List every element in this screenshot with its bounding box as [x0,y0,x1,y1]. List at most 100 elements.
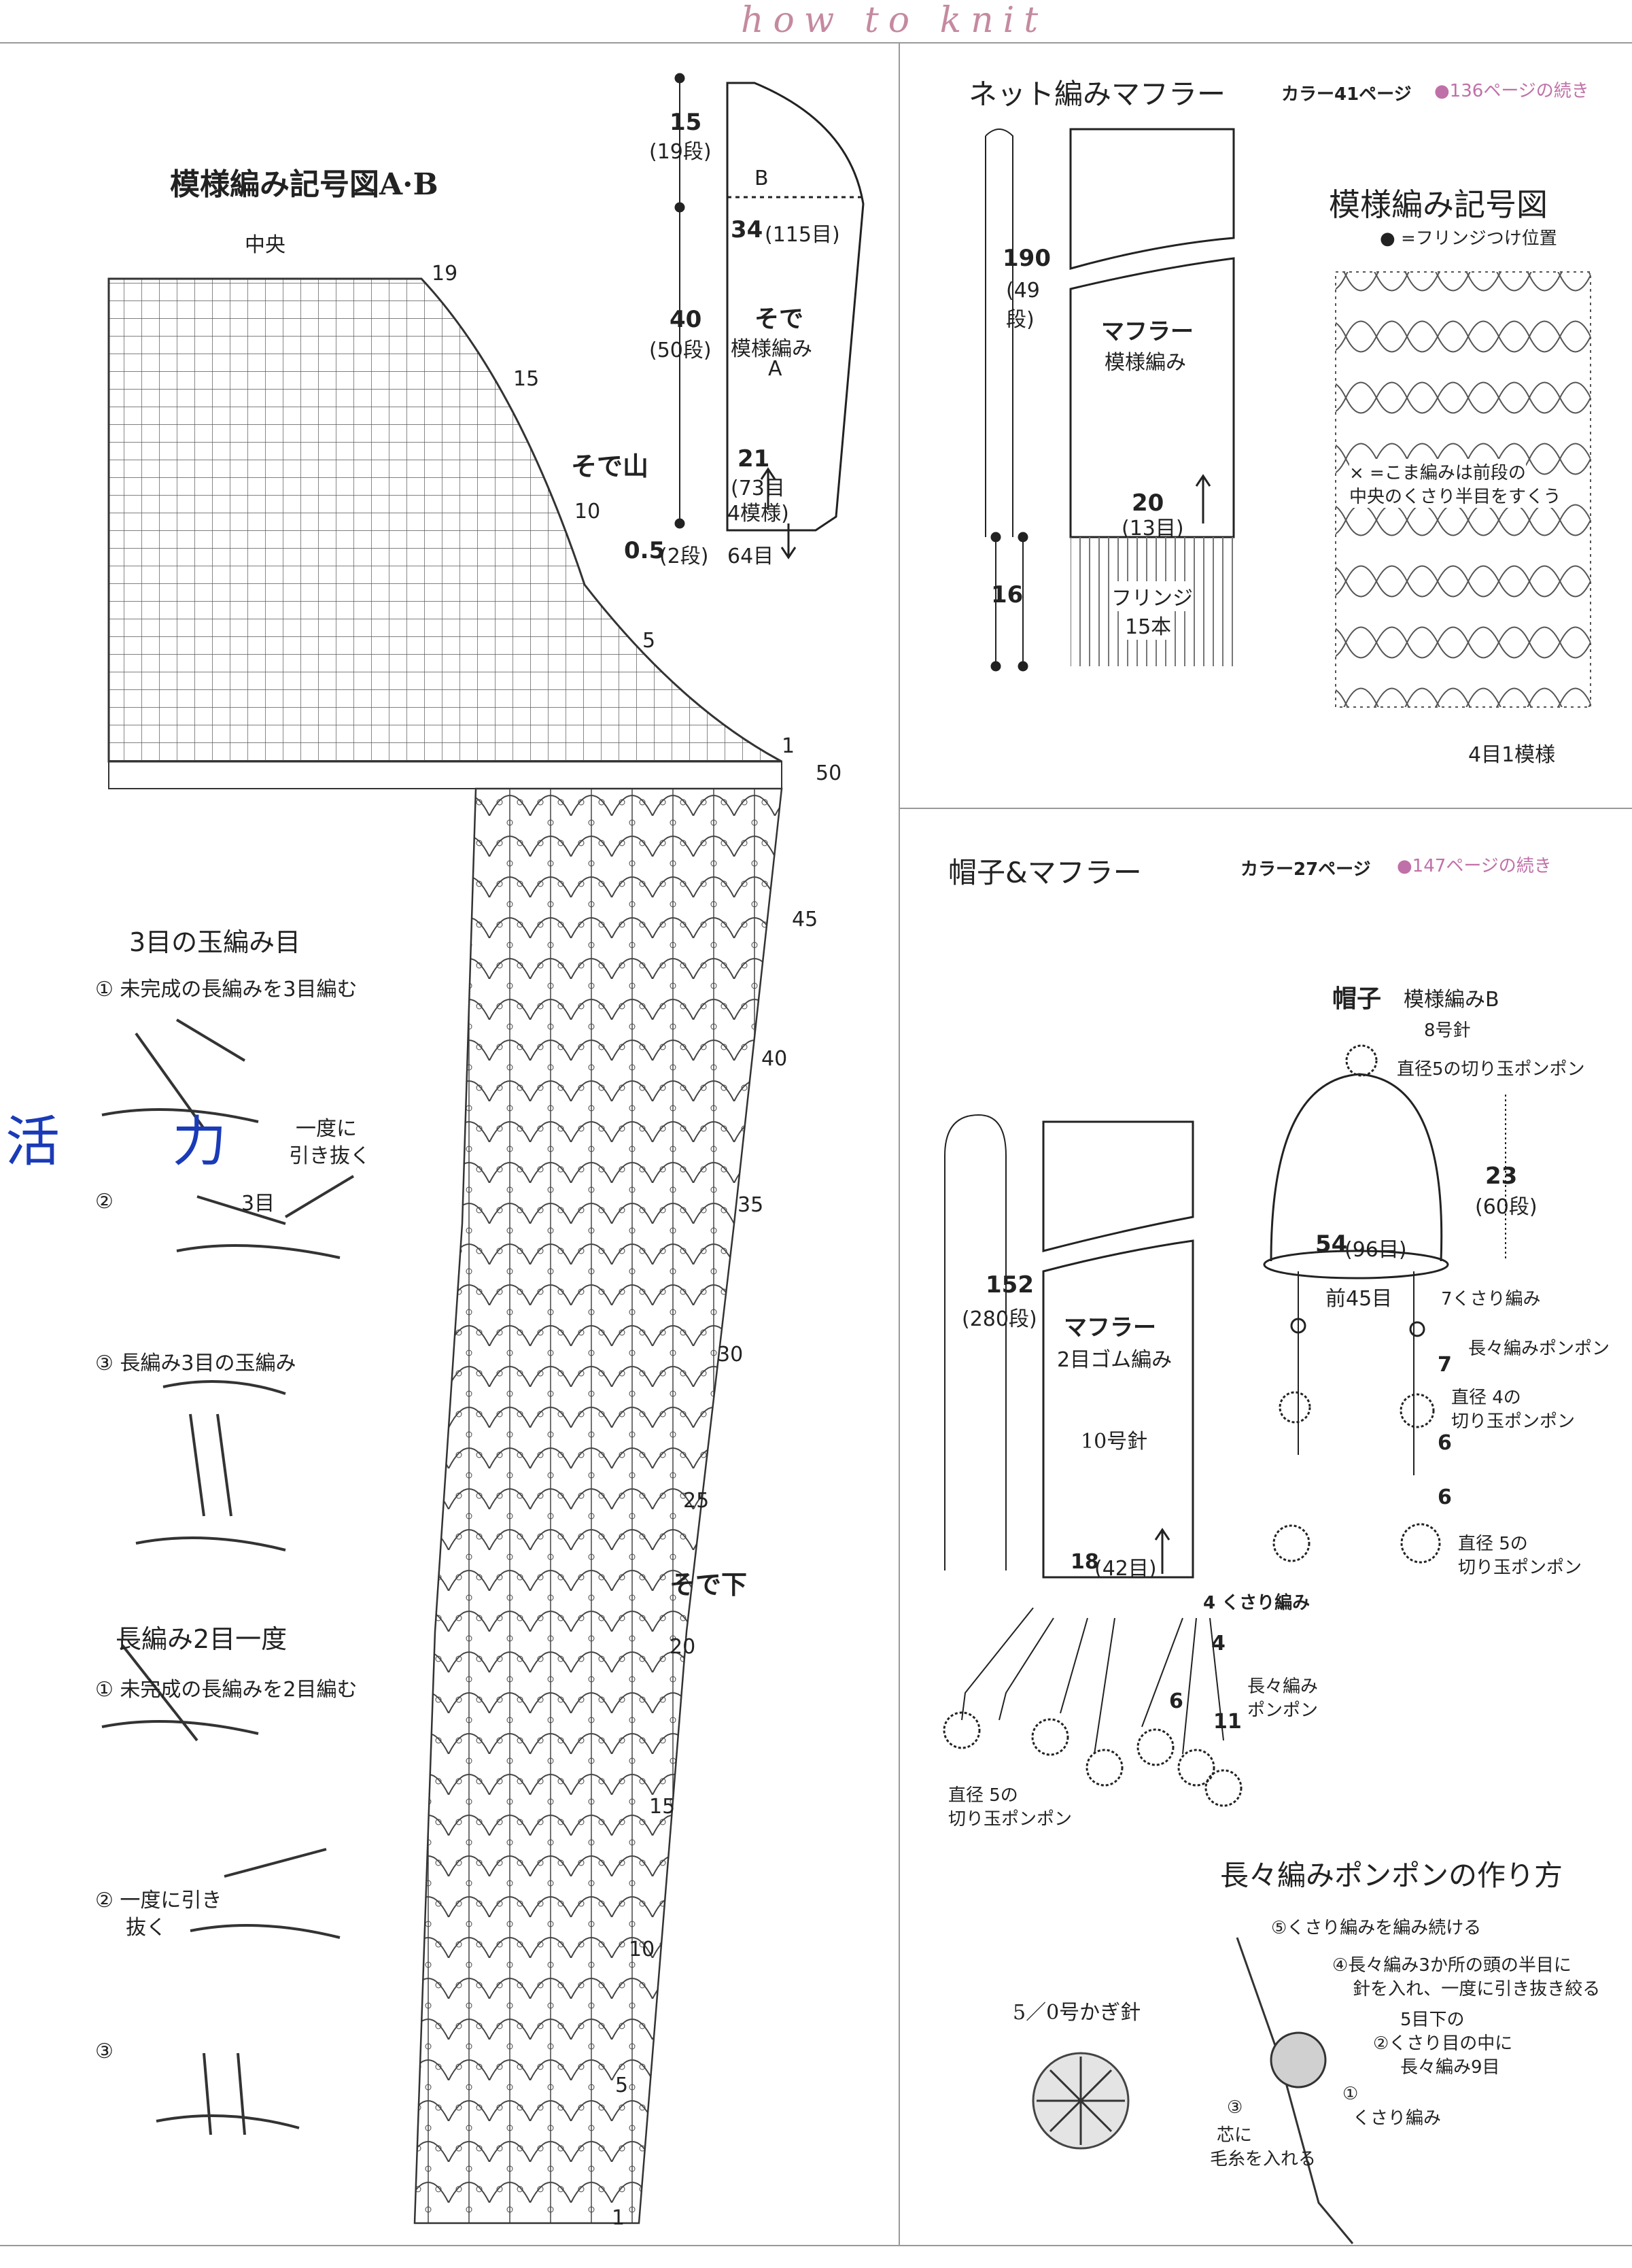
net-width-st: (13目) [1122,517,1184,540]
row-mark: 20 [670,1635,696,1659]
howto-s3c: 毛糸を入れる [1210,2149,1317,2169]
hat-label: 帽子 [1332,985,1382,1013]
howto-s2b: ②くさり目の中に [1373,2033,1513,2054]
muf-needle: 10号針 [1081,1430,1148,1454]
chart-title-ab: 模様編み記号図A·B [170,167,438,202]
net-length: 190 [1003,245,1051,272]
row-mark: 40 [761,1047,788,1071]
top-rule [0,42,1632,44]
sch-width: 34 [731,216,763,243]
net-fringe-len: 16 [991,581,1024,608]
hat-c6a: 6 [1438,1431,1452,1455]
net-note-2: 中央のくさり半目をすくう [1349,483,1561,508]
net-note-1: × =こま編みは前段の [1349,459,1526,484]
muf-chain4: 4 くさり編み [1203,1593,1310,1613]
muf-pom-b: 切り玉ポンポン [948,1809,1073,1829]
muf-tr-pom-a: 長々編み [1247,1677,1319,1697]
hat-c6b: 6 [1438,1485,1452,1509]
net-title: ネット編みマフラー [969,78,1226,111]
hat-width-st: (96目) [1344,1238,1407,1262]
net-color-ref: カラー41ページ [1281,84,1412,105]
muf-pom-a: 直径 5の [948,1785,1018,1806]
hat-pom5a: 直径 5の [1458,1534,1528,1554]
howto-s5: ⑤くさり編みを編み続ける [1271,1918,1482,1938]
sch-bottom-st: (73目 [731,477,785,500]
muf-pattern: 2目ゴム編み [1057,1348,1173,1372]
hat-height-rows: (60段) [1475,1195,1538,1219]
howto-s2a: 5目下の [1400,2010,1465,2030]
hook-size: 5／0号かぎ針 [1013,2001,1141,2025]
hat-pom-top: 直径5の切り玉ポンポン [1397,1059,1585,1080]
bobble-note2: 引き抜く [289,1144,370,1168]
row-mark: 30 [717,1343,744,1367]
label-sleeve-under: そで下 [670,1570,748,1600]
howto-s4a: ④長々編み3か所の頭の半目に [1332,1955,1572,1976]
sch-bottom: 21 [737,445,770,472]
row-mark: 1 [612,2206,625,2230]
hat-schematic [1263,1044,1506,1564]
right-section-divider [899,808,1632,809]
row-mark: 50 [816,761,842,785]
hat-tr-pom: 長々編みポンポン [1468,1339,1610,1359]
sch-top: 15 [670,109,702,136]
sleeve-lace-chart [413,787,783,2224]
net-width: 20 [1132,489,1164,517]
row-mark: 45 [792,908,818,931]
muf-width-st: (42目) [1094,1557,1157,1581]
howto-s1b: くさり編み [1353,2108,1442,2129]
sleeve-schematic [674,73,865,560]
bobble-step3: ③ 長編み3目の玉編み [95,1352,296,1375]
howto-s3a: ③ [1227,2097,1243,2118]
sch-edge-rows: (2段) [659,545,709,568]
howto-s1a: ① [1342,2084,1359,2104]
sch-title: そで [754,305,804,333]
net-chart-title: 模様編み記号図 [1329,186,1548,223]
dec-step2a: ② 一度に引き [95,1889,222,1912]
dec-title: 長編み2目一度 [116,1624,288,1654]
sch-pattern: 模様編み [731,337,812,361]
muf-length-rows: (280段) [962,1307,1037,1331]
row-mark: 25 [683,1489,710,1513]
hat-front: 前45目 [1325,1287,1393,1311]
bobble-step2: ② [95,1190,114,1214]
muf-n6: 6 [1169,1689,1183,1713]
hat-cont: ●147ページの続き [1397,856,1552,876]
sch-pattern-letter: A [768,357,782,381]
sch-b: B [754,167,769,190]
net-fringe-count: 15本 [1125,610,1172,640]
net-length-rows: (49段) [1006,279,1040,332]
hat-height: 23 [1485,1163,1518,1190]
watermark-text: 活 力 [5,1110,275,1173]
pompom-howto [1032,1937,1354,2244]
dec-step3: ③ [95,2040,114,2063]
muf-n4: 4 [1211,1632,1226,1655]
muf-n11: 11 [1213,1710,1242,1734]
hat-pom4a: 直径 4の [1451,1388,1521,1408]
center-label: 中央 [245,233,285,257]
sch-height-rows: (50段) [649,339,712,362]
net-repeat: 4目1模様 [1468,743,1556,767]
sch-height: 40 [670,306,702,333]
bobble-count: 3目 [241,1192,275,1216]
net-label-pattern: 模様編み [1105,351,1186,375]
row-mark: 10 [629,1938,655,1961]
sch-bottom-rep: 4模様) [727,502,789,526]
stitch-illustrations [101,1018,355,2135]
bobble-title: 3目の玉編み目 [129,927,301,957]
howto-s4b: 針を入れ、一度に引き抜き絞る [1353,1979,1601,1999]
sch-edge-st: 64目 [727,545,774,568]
hat-needle: 8号針 [1424,1020,1471,1041]
row-mark: 5 [615,2074,629,2097]
sch-edge: 0.5 [624,537,665,564]
muf-length: 152 [986,1271,1034,1299]
row-mark: 15 [513,367,540,391]
hat-muffler-schematic [943,1114,1243,1807]
howto-title: 長々編みポンポンの作り方 [1220,1859,1563,1892]
hat-pom4b: 切り玉ポンポン [1451,1411,1576,1432]
page-header-title: how to knit [741,0,1048,41]
label-sleeve-cap: そで山 [571,451,649,481]
row-mark: 19 [432,262,458,286]
row-mark: 5 [642,629,656,653]
net-fringe: フリンジ [1111,581,1193,611]
